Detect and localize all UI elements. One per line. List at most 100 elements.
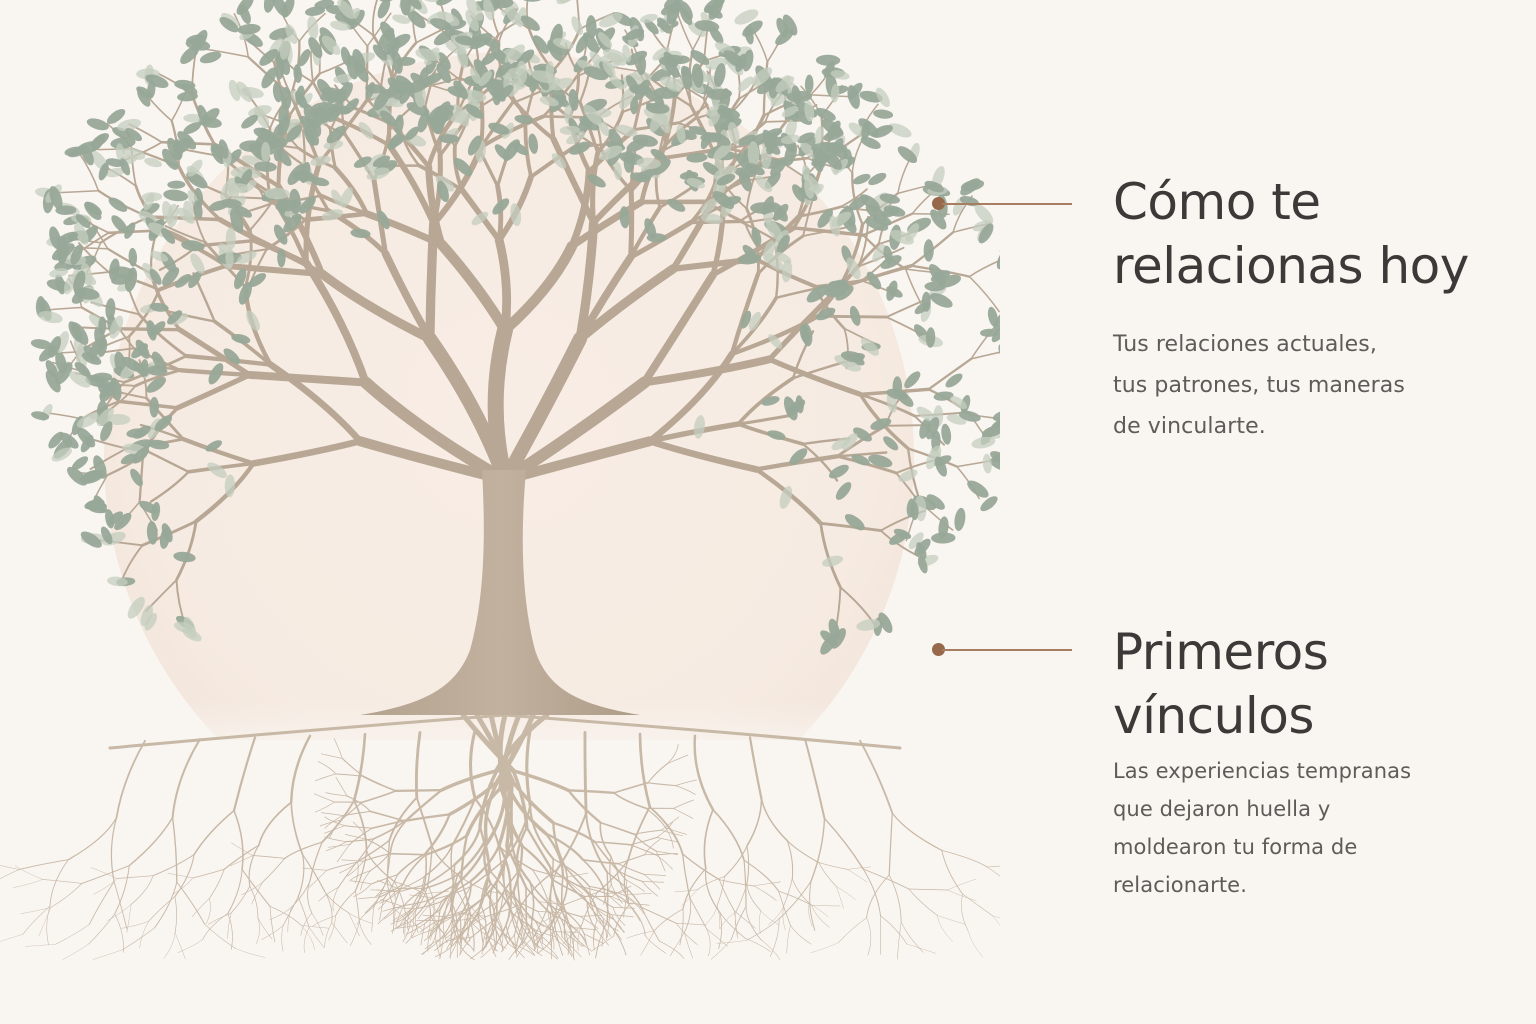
leaf — [188, 270, 202, 289]
leaf — [713, 63, 726, 88]
leaf — [488, 122, 510, 135]
leaf — [280, 86, 292, 111]
leaf — [146, 377, 166, 393]
leaf — [114, 512, 132, 531]
leaf — [638, 168, 657, 180]
leaf — [285, 124, 303, 143]
leaf — [930, 270, 951, 283]
leaf — [780, 134, 800, 144]
leaf — [727, 121, 740, 145]
leaf — [289, 188, 301, 215]
leaf — [551, 153, 567, 169]
leaf — [826, 279, 848, 292]
leaf — [417, 111, 430, 133]
leaf — [105, 509, 115, 529]
leaf — [308, 37, 323, 59]
leaf — [261, 67, 277, 89]
leaf — [998, 343, 1000, 366]
leaf — [436, 0, 458, 6]
leaf — [835, 482, 852, 500]
leaf — [886, 286, 903, 298]
leaf — [613, 161, 622, 181]
leaf — [80, 435, 94, 453]
leaf — [860, 136, 881, 149]
connector-dot-icon — [932, 197, 945, 210]
leaf — [847, 85, 860, 109]
leaf — [471, 211, 489, 226]
leaf — [55, 362, 73, 385]
leaf — [150, 250, 169, 262]
leaf — [756, 78, 778, 95]
leaf — [890, 230, 914, 245]
leaf — [205, 440, 223, 452]
leaf — [406, 0, 422, 10]
leaf — [958, 410, 981, 422]
leaf — [637, 55, 647, 76]
leaf — [437, 52, 451, 70]
leaf — [400, 0, 412, 16]
leaf — [923, 239, 934, 262]
leaf — [234, 205, 253, 218]
leaf — [679, 8, 693, 26]
leaf — [80, 144, 94, 166]
leaf — [404, 126, 420, 141]
leaf — [181, 240, 205, 252]
leaf — [145, 74, 169, 88]
section-description: Las experiencias tempranas que dejaron h… — [1113, 759, 1412, 897]
leaf — [846, 257, 861, 280]
leaf — [71, 456, 89, 470]
leaves — [30, 0, 1000, 655]
leaf — [454, 35, 476, 46]
leaf — [109, 258, 120, 281]
leaf — [161, 228, 176, 244]
leaf — [183, 113, 203, 123]
leaf — [326, 125, 346, 144]
leaf — [686, 178, 705, 189]
leaf — [650, 148, 667, 161]
leaf — [253, 161, 277, 172]
leaf — [823, 129, 844, 141]
leaf — [74, 222, 89, 245]
leaf — [645, 102, 670, 114]
leaf — [453, 158, 473, 176]
leaf — [162, 148, 179, 170]
leaf — [45, 370, 61, 393]
leaf — [631, 71, 653, 82]
leaf — [79, 469, 102, 483]
leaf — [831, 211, 852, 227]
leaf — [167, 180, 186, 189]
leaf — [775, 76, 795, 93]
leaf — [734, 9, 759, 25]
leaf — [111, 215, 128, 233]
leaf — [742, 20, 763, 37]
leaf — [716, 173, 736, 186]
leaf — [261, 141, 271, 163]
leaf — [223, 348, 241, 365]
leaf — [279, 37, 291, 60]
leaf — [667, 198, 686, 212]
roots-icon — [0, 712, 1000, 961]
leaf — [972, 220, 992, 232]
leaf — [700, 197, 718, 215]
leaf — [437, 180, 449, 203]
leaf — [852, 173, 871, 185]
leaf — [105, 167, 125, 178]
leaf — [331, 189, 344, 207]
leaf — [967, 480, 989, 498]
leaf — [883, 205, 906, 217]
leaf — [934, 456, 947, 477]
leaf — [804, 74, 814, 94]
leaf — [106, 108, 126, 125]
leaf — [311, 102, 336, 114]
leaf — [767, 430, 786, 440]
leaf — [149, 268, 162, 285]
leaf — [415, 48, 441, 62]
leaf — [830, 83, 840, 103]
leaf — [80, 531, 102, 548]
leaf — [804, 100, 815, 122]
leaf — [358, 121, 374, 140]
leaf — [130, 468, 143, 487]
leaf — [504, 3, 521, 26]
leaf — [644, 19, 659, 35]
